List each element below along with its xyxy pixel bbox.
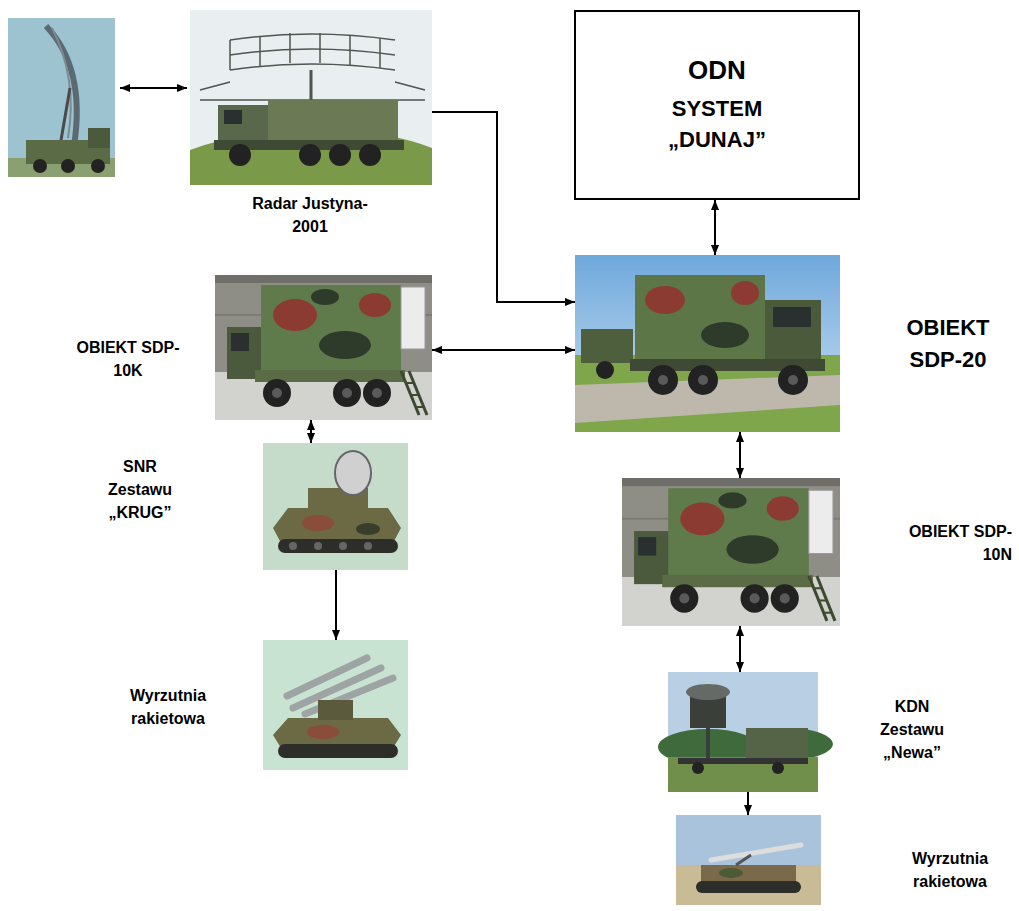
vehicle-caption: SNR Zestawu „KRUG” <box>95 455 185 525</box>
system-name: SYSTEM „DUNAJ” <box>642 94 792 156</box>
link-arrow <box>120 87 187 89</box>
vehicle-caption: Wyrzutnia rakietowa <box>118 684 218 730</box>
vehicle-photo <box>263 443 408 570</box>
system-box: ODN SYSTEM „DUNAJ” <box>574 10 860 200</box>
radar-photo-small <box>8 18 115 177</box>
connector-arrow <box>335 570 337 640</box>
photo-frame: SNR Zestawu „KRUG” <box>263 443 408 570</box>
radar-photo <box>190 10 432 185</box>
radar-photo <box>658 672 833 792</box>
connector-arrow <box>714 200 716 255</box>
connector-arrow <box>432 349 575 351</box>
vehicle-caption: KDN Zestawu „Newa” <box>867 695 957 765</box>
connector-arrow <box>739 432 741 478</box>
photo-frame: KDN Zestawu „Newa” <box>668 672 818 792</box>
connector-arrow <box>747 792 749 815</box>
vehicle-photo <box>575 255 840 432</box>
launcher-photo <box>263 640 408 770</box>
vehicle-caption: OBIEKT SDP-10N <box>900 520 1012 566</box>
vehicle-caption: OBIEKT SDP-10K <box>73 336 183 382</box>
vehicle-caption: Wyrzutnia rakietowa <box>895 847 1005 893</box>
connector-arrow <box>310 420 312 443</box>
photo-frame: Wyrzutnia rakietowa <box>263 640 408 770</box>
connector-arrow <box>739 626 741 672</box>
vehicle-caption: Radar Justyna-2001 <box>250 192 370 238</box>
photo-frame: OBIEKT SDP-10N <box>622 478 840 626</box>
vehicle-caption: OBIEKT SDP-20 <box>888 312 1008 376</box>
photo-frame: Radar Justyna-2001 <box>190 10 432 185</box>
photo-frame: Wyrzutnia rakietowa <box>676 815 821 905</box>
vehicle-photo <box>215 275 432 420</box>
vehicle-photo <box>622 478 840 626</box>
photo-frame: OBIEKT SDP-20 <box>575 255 840 432</box>
launcher-photo <box>676 815 821 905</box>
photo-frame: OBIEKT SDP-10K <box>215 275 432 420</box>
system-title: ODN <box>688 55 746 86</box>
connector-arrow <box>432 112 575 302</box>
